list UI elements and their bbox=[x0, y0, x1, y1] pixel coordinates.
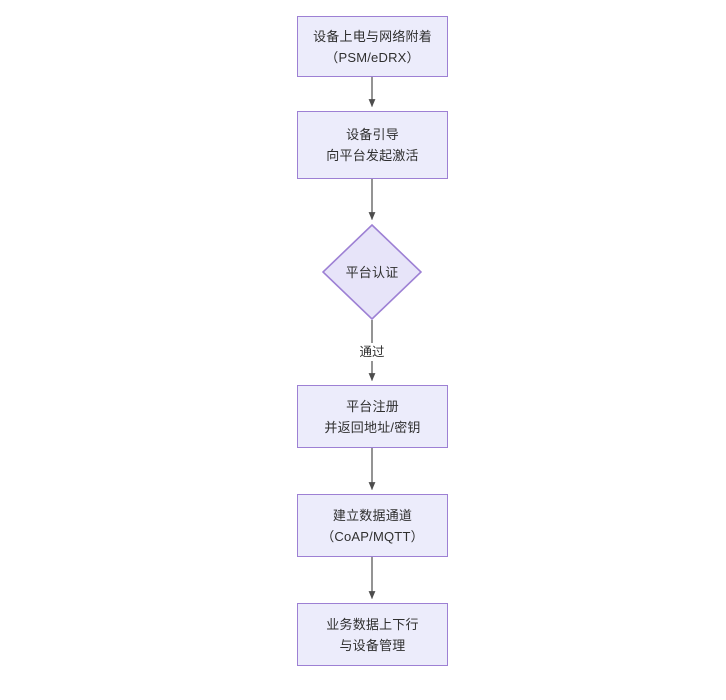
node-text-line: 建立数据通道 bbox=[332, 507, 413, 523]
node-platform-registration[interactable]: 平台注册 并返回地址/密钥 bbox=[297, 385, 448, 448]
node-text-line: 并返回地址/密钥 bbox=[324, 419, 421, 435]
node-business-data-and-device-management[interactable]: 业务数据上下行 与设备管理 bbox=[297, 603, 448, 666]
node-text-line: （CoAP/MQTT） bbox=[321, 528, 424, 544]
node-text-line: 业务数据上下行 bbox=[326, 616, 419, 632]
node-text-line: 与设备管理 bbox=[339, 637, 406, 653]
node-device-bootstrap[interactable]: 设备引导 向平台发起激活 bbox=[297, 111, 448, 179]
node-text-line: 向平台发起激活 bbox=[326, 148, 419, 163]
node-text-line: 平台认证 bbox=[345, 264, 399, 280]
edge-label-pass: 通过 bbox=[356, 343, 388, 361]
node-platform-authentication[interactable]: 平台认证 bbox=[322, 224, 422, 320]
node-text-line: （PSM/eDRX） bbox=[325, 49, 420, 65]
node-text-line: 平台注册 bbox=[346, 398, 399, 414]
node-establish-data-channel[interactable]: 建立数据通道 （CoAP/MQTT） bbox=[297, 494, 448, 557]
diamond-shape bbox=[322, 224, 422, 320]
node-device-power-on[interactable]: 设备上电与网络附着 （PSM/eDRX） bbox=[297, 16, 448, 77]
node-text-line: 设备上电与网络附着 bbox=[313, 28, 432, 44]
node-text-line: 设备引导 bbox=[346, 127, 399, 142]
